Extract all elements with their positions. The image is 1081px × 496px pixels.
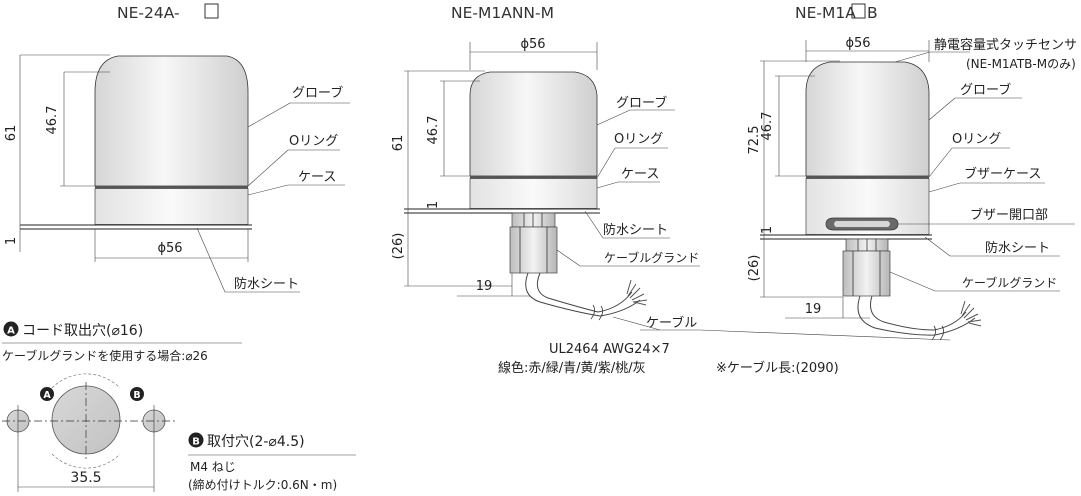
middle-dim-height-61: 61 xyxy=(391,135,406,152)
left-label-case: ケース xyxy=(298,170,336,185)
cable-spec-line1: UL2464 AWG24×7 xyxy=(549,342,670,357)
right-dim-diameter-56: ϕ56 xyxy=(845,36,870,51)
middle-dim-width-19: 19 xyxy=(476,279,493,294)
hole-a-title: コード取出穴(⌀16) xyxy=(22,323,143,339)
middle-label-waterproof-sheet: 防水シート xyxy=(603,222,668,238)
right-dim-height-46-7: 46.7 xyxy=(760,112,775,141)
left-label-waterproof-sheet: 防水シート xyxy=(234,276,299,292)
left-dimensions xyxy=(19,54,350,293)
middle-gland-body xyxy=(509,226,558,274)
right-label-waterproof-sheet: 防水シート xyxy=(985,240,1050,256)
middle-globe-shape xyxy=(469,71,598,177)
left-case-shape xyxy=(94,188,249,225)
right-label-buzzer-case: ブザーケース xyxy=(964,166,1041,182)
cable-spec-line2: 線色:赤/緑/青/黄/紫/桃/灰 xyxy=(498,360,646,376)
middle-dim-height-46-7: 46.7 xyxy=(426,116,441,145)
label-cable: ケーブル xyxy=(646,315,697,331)
right-label-buzzer-opening: ブザー開口部 xyxy=(970,207,1048,223)
middle-label-globe: グローブ xyxy=(616,95,667,111)
label-touch-sensor-note: (NE-M1ATB-Mのみ) xyxy=(966,57,1076,71)
middle-label-cable-gland: ケーブルグランド xyxy=(604,250,699,265)
right-oring-shape xyxy=(806,176,929,179)
cable-length-note: ※ケーブル長:(2090) xyxy=(716,360,839,376)
middle-dimensions xyxy=(404,42,700,331)
right-gland-body xyxy=(842,250,891,297)
left-lamp xyxy=(20,55,252,230)
hole-a-note: A コード取出穴(⌀16) ケーブルグランドを使用する場合:⌀26 xyxy=(2,321,242,363)
middle-case-shape xyxy=(469,178,598,209)
middle-cable-break-mark xyxy=(590,304,603,321)
model-placeholder-box-left xyxy=(204,3,219,19)
right-dim-width-19: 19 xyxy=(805,302,822,317)
left-label-oring: Oリング xyxy=(289,134,338,149)
hole-b-note-screw: M4 ねじ xyxy=(190,460,236,474)
right-label-globe: グローブ xyxy=(960,82,1011,98)
right-dim-height-26: (26) xyxy=(747,255,762,282)
title-left-model: NE-24A- xyxy=(117,4,180,22)
middle-dim-height-1: 1 xyxy=(426,201,441,209)
middle-gland-nut xyxy=(511,212,556,228)
svg-text:B: B xyxy=(192,437,200,448)
right-cable-break-mark xyxy=(931,325,944,341)
hole-b-badge xyxy=(188,432,204,448)
hole-b-title: 取付穴(2-⌀4.5) xyxy=(207,434,305,450)
middle-dim-height-26: (26) xyxy=(391,233,406,260)
mounting-hole-diagram: A B xyxy=(2,373,178,492)
left-dim-diameter-56: ϕ56 xyxy=(157,241,182,256)
right-label-cable-gland: ケーブルグランド xyxy=(962,275,1057,290)
svg-text:A: A xyxy=(7,326,15,337)
middle-label-case: ケース xyxy=(621,167,659,182)
left-oring-shape xyxy=(95,186,248,189)
title-middle-model: NE-M1ANN-M xyxy=(451,4,554,22)
diagram-badge-a: A xyxy=(43,390,51,401)
model-placeholder-box-right xyxy=(851,3,866,19)
right-lamp xyxy=(760,61,982,341)
middle-label-oring: Oリング xyxy=(614,132,663,147)
hole-a-note-gland: ケーブルグランドを使用する場合:⌀26 xyxy=(2,348,208,363)
right-dim-height-1: 1 xyxy=(760,226,775,234)
right-dim-height-72-5: 72.5 xyxy=(747,126,762,155)
title-right-model-prefix: NE-M1A xyxy=(795,4,856,22)
diagram-badge-b: B xyxy=(133,390,140,401)
left-label-globe: グローブ xyxy=(292,85,343,101)
dim-width-35-5: 35.5 xyxy=(70,470,101,486)
right-cable-wires xyxy=(960,300,982,327)
middle-dim-diameter-56: ϕ56 xyxy=(520,37,545,52)
title-right-model-suffix: B xyxy=(867,4,878,22)
label-touch-sensor: 静電容量式タッチセンサ xyxy=(934,37,1077,53)
middle-cable-shape xyxy=(525,272,641,317)
middle-oring-shape xyxy=(470,176,597,179)
middle-lamp xyxy=(404,71,648,321)
middle-cable-wires xyxy=(626,279,648,306)
hole-b-note: B 取付穴(2-⌀4.5) M4 ねじ (締め付けトルク:0.6N・m) xyxy=(188,432,356,492)
right-dimensions xyxy=(760,40,1075,319)
right-globe-shape xyxy=(805,61,930,177)
left-dim-height-46-7: 46.7 xyxy=(45,106,60,135)
hole-a-badge xyxy=(3,321,19,337)
right-cable-shape xyxy=(857,295,976,336)
right-label-oring: Oリング xyxy=(952,132,1001,147)
cable-leader-right xyxy=(699,329,951,341)
hole-b-note-torque: (締め付けトルク:0.6N・m) xyxy=(188,477,337,492)
left-dim-height-61: 61 xyxy=(4,125,19,142)
left-dim-height-1: 1 xyxy=(4,237,19,245)
left-globe-shape xyxy=(94,55,249,187)
